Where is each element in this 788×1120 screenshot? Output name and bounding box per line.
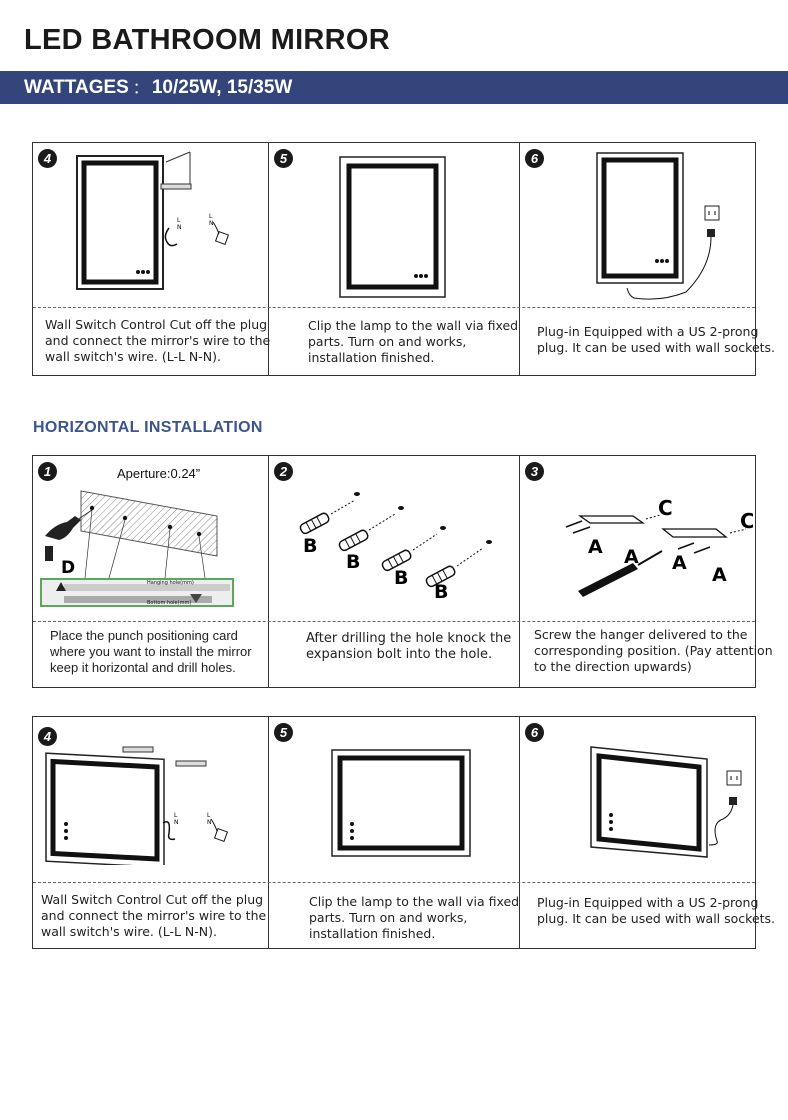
wire-label-l: L — [177, 217, 181, 224]
caption-line: installation finished. — [308, 350, 435, 365]
wire-label-l: L — [174, 812, 178, 819]
wire-label-l: L — [209, 213, 213, 220]
caption-line: Place the punch positioning card — [50, 628, 238, 643]
screw-label: A — [588, 536, 603, 558]
caption-line: parts. Turn on and works, — [308, 334, 467, 349]
step-number: 3 — [525, 462, 544, 481]
step-number: 4 — [38, 149, 57, 168]
bolt-label: B — [346, 551, 360, 573]
caption-line: and connect the mirror's wire to the — [45, 333, 271, 348]
step-number: 1 — [38, 462, 57, 481]
caption-line: Plug-in Equipped with a US 2-prong — [537, 895, 759, 910]
step-caption: Clip the lamp to the wall via fixed part… — [308, 318, 518, 366]
wattage-banner: WATTAGES：10/25W, 15/35W — [0, 71, 788, 104]
hanger-label: C — [658, 496, 673, 520]
screw-label: A — [712, 564, 727, 586]
drilling-illustration: D — [45, 490, 218, 579]
divider — [268, 143, 269, 375]
plug-in-horizontal-illustration — [590, 746, 742, 858]
horizontal-prep-steps-grid: 1 Aperture:0.24” D Hanging hole(mm) Bott… — [32, 455, 773, 688]
step-number: 6 — [525, 149, 544, 168]
caption-line: wall switch's wire. (L-L N-N). — [45, 349, 221, 364]
drill-label: D — [61, 558, 75, 578]
caption-line: where you want to install the mirror — [50, 644, 252, 659]
step-caption: Wall Switch Control Cut off the plug and… — [41, 892, 266, 940]
wire-label-n: N — [209, 220, 214, 227]
step-caption: Wall Switch Control Cut off the plug and… — [45, 317, 270, 365]
wall-switch-horizontal-illustration: L N L N — [45, 746, 229, 865]
caption-line: Clip the lamp to the wall via fixed — [309, 894, 520, 909]
screw-label: A — [624, 546, 639, 568]
step-caption: Screw the hanger delivered to the corres… — [534, 627, 773, 675]
wall-switch-vertical-illustration: L N L N — [76, 151, 230, 290]
caption-line: corresponding position. (Pay attention — [534, 643, 773, 658]
wire-label-n: N — [207, 819, 212, 826]
hanger-label: C — [740, 509, 753, 533]
wattage-value: 10/25W, 15/35W — [151, 77, 293, 98]
caption-line: Wall Switch Control Cut off the plug — [41, 892, 264, 907]
aperture-label: Aperture:0.24” — [117, 466, 201, 481]
caption-line: wall switch's wire. (L-L N-N). — [41, 924, 217, 939]
plug-in-vertical-illustration — [596, 152, 720, 300]
step-caption: After drilling the hole knock the expans… — [306, 631, 511, 663]
vertical-steps-grid: 4 L N L N Wall Switch Control Cut off th… — [32, 142, 775, 376]
direction-triangle-icon — [190, 594, 202, 603]
dashed-separator — [33, 882, 755, 883]
caption-line: Wall Switch Control Cut off the plug — [45, 317, 268, 332]
horizontal-steps-grid: 4 L N L N Wall Switch Control Cut off th… — [32, 716, 775, 949]
mirror-clipped-horizontal-illustration — [331, 749, 471, 857]
step-caption: Plug-in Equipped with a US 2-prong plug.… — [537, 324, 775, 356]
step-number: 5 — [274, 723, 293, 742]
dashed-separator — [33, 307, 755, 308]
caption-line: and connect the mirror's wire to the — [41, 908, 267, 923]
caption-line: keep it horizontal and drill holes. — [50, 660, 236, 675]
divider — [519, 717, 520, 948]
caption-line: expansion bolt into the hole. — [306, 647, 493, 662]
card-bottom-label: Bottom hole(mm) — [147, 600, 192, 606]
caption-line: plug. It can be used with wall sockets. — [537, 911, 776, 926]
wattage-label: WATTAGES — [24, 77, 129, 98]
section-heading: HORIZONTAL INSTALLATION — [33, 419, 263, 436]
divider — [268, 717, 269, 948]
step-number: 2 — [274, 462, 293, 481]
wattage-separator: ： — [132, 80, 148, 97]
screw-label: A — [672, 552, 687, 574]
wire-label-n: N — [177, 224, 182, 231]
wattage-text: WATTAGES：10/25W, 15/35W — [24, 77, 292, 99]
bolt-label: B — [434, 581, 448, 601]
step-caption: Plug-in Equipped with a US 2-prong plug.… — [537, 895, 775, 927]
divider — [519, 456, 520, 687]
caption-line: installation finished. — [309, 926, 436, 941]
step-number: 6 — [525, 723, 544, 742]
expansion-bolt-illustration: B B B B — [299, 492, 492, 601]
bolt-label: B — [303, 535, 317, 557]
dashed-separator — [33, 621, 755, 622]
wire-label-n: N — [174, 819, 179, 826]
caption-line: Clip the lamp to the wall via fixed — [308, 318, 519, 333]
positioning-card: Hanging hole(mm) Bottom hole(mm) — [40, 578, 234, 607]
caption-line: Plug-in Equipped with a US 2-prong — [537, 324, 759, 339]
caption-line: to the direction upwards) — [534, 659, 692, 674]
step-caption: Place the punch positioning card where y… — [50, 628, 252, 676]
caption-line: parts. Turn on and works, — [309, 910, 468, 925]
bolt-label: B — [394, 567, 408, 589]
divider — [519, 143, 520, 375]
caption-line: After drilling the hole knock the — [306, 631, 512, 646]
card-top-label: Hanging hole(mm) — [147, 580, 194, 586]
wire-label-l: L — [207, 812, 211, 819]
step-caption: Clip the lamp to the wall via fixed part… — [309, 894, 519, 942]
step-number: 5 — [274, 149, 293, 168]
page-title: LED BATHROOM MIRROR — [24, 24, 391, 56]
hanger-screw-illustration: C C A A A A — [565, 496, 753, 597]
divider — [268, 456, 269, 687]
caption-line: Screw the hanger delivered to the — [534, 627, 748, 642]
mirror-clipped-vertical-illustration — [339, 156, 446, 298]
step-number: 4 — [38, 727, 57, 746]
warning-icon — [56, 582, 66, 591]
caption-line: plug. It can be used with wall sockets. — [537, 340, 776, 355]
